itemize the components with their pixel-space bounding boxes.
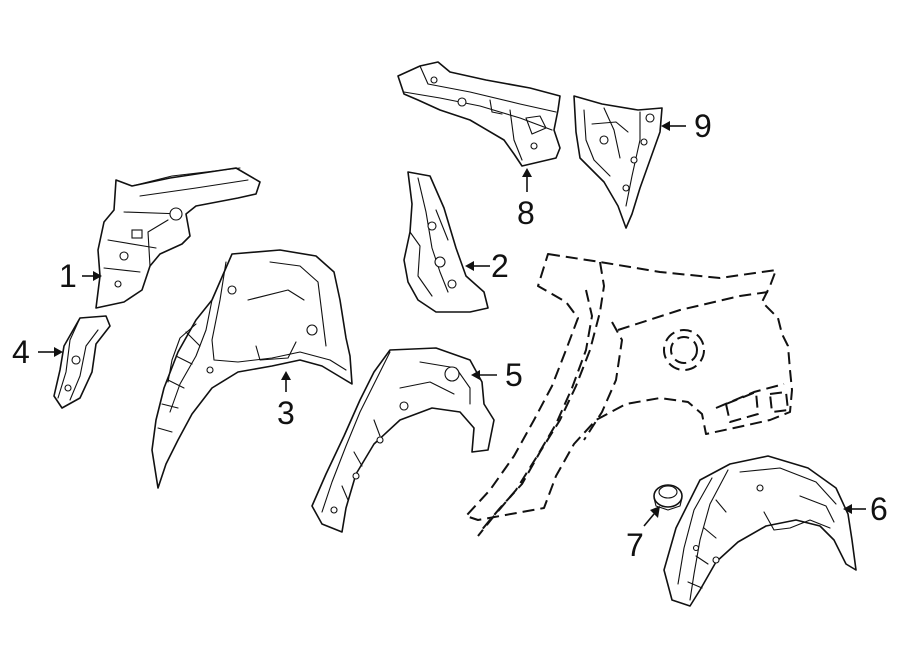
leader-8	[522, 168, 532, 192]
part-7-plug[interactable]	[653, 484, 683, 511]
quarter-panel-outline	[465, 253, 793, 537]
leader-1	[82, 271, 102, 281]
leader-9	[661, 121, 686, 131]
part-1-inner-panel-extension[interactable]	[95, 167, 261, 309]
part-9-rear-pillar[interactable]	[573, 95, 663, 229]
leader-3	[281, 371, 291, 392]
callout-1: 1	[59, 258, 77, 294]
leader-7	[643, 506, 660, 527]
callout-8: 8	[517, 195, 535, 231]
part-6-wheelhouse-liner[interactable]	[663, 455, 857, 607]
part-3-inner-wheelhouse[interactable]	[151, 249, 353, 489]
leader-5	[471, 370, 497, 380]
callout-5: 5	[505, 357, 523, 393]
part-5-outer-wheelhouse[interactable]	[311, 347, 495, 533]
part-8-upper-rail[interactable]	[397, 61, 561, 167]
part-4-bracket[interactable]	[53, 315, 111, 409]
callout-7: 7	[626, 527, 644, 563]
callout-3: 3	[277, 395, 295, 431]
part-2-pillar-reinforcement[interactable]	[403, 171, 489, 313]
callout-9: 9	[694, 108, 712, 144]
leader-2	[465, 261, 490, 271]
leader-4	[38, 347, 63, 357]
leader-6	[843, 504, 866, 514]
callout-4: 4	[12, 334, 30, 370]
callout-2: 2	[491, 248, 509, 284]
callout-6: 6	[870, 491, 888, 527]
